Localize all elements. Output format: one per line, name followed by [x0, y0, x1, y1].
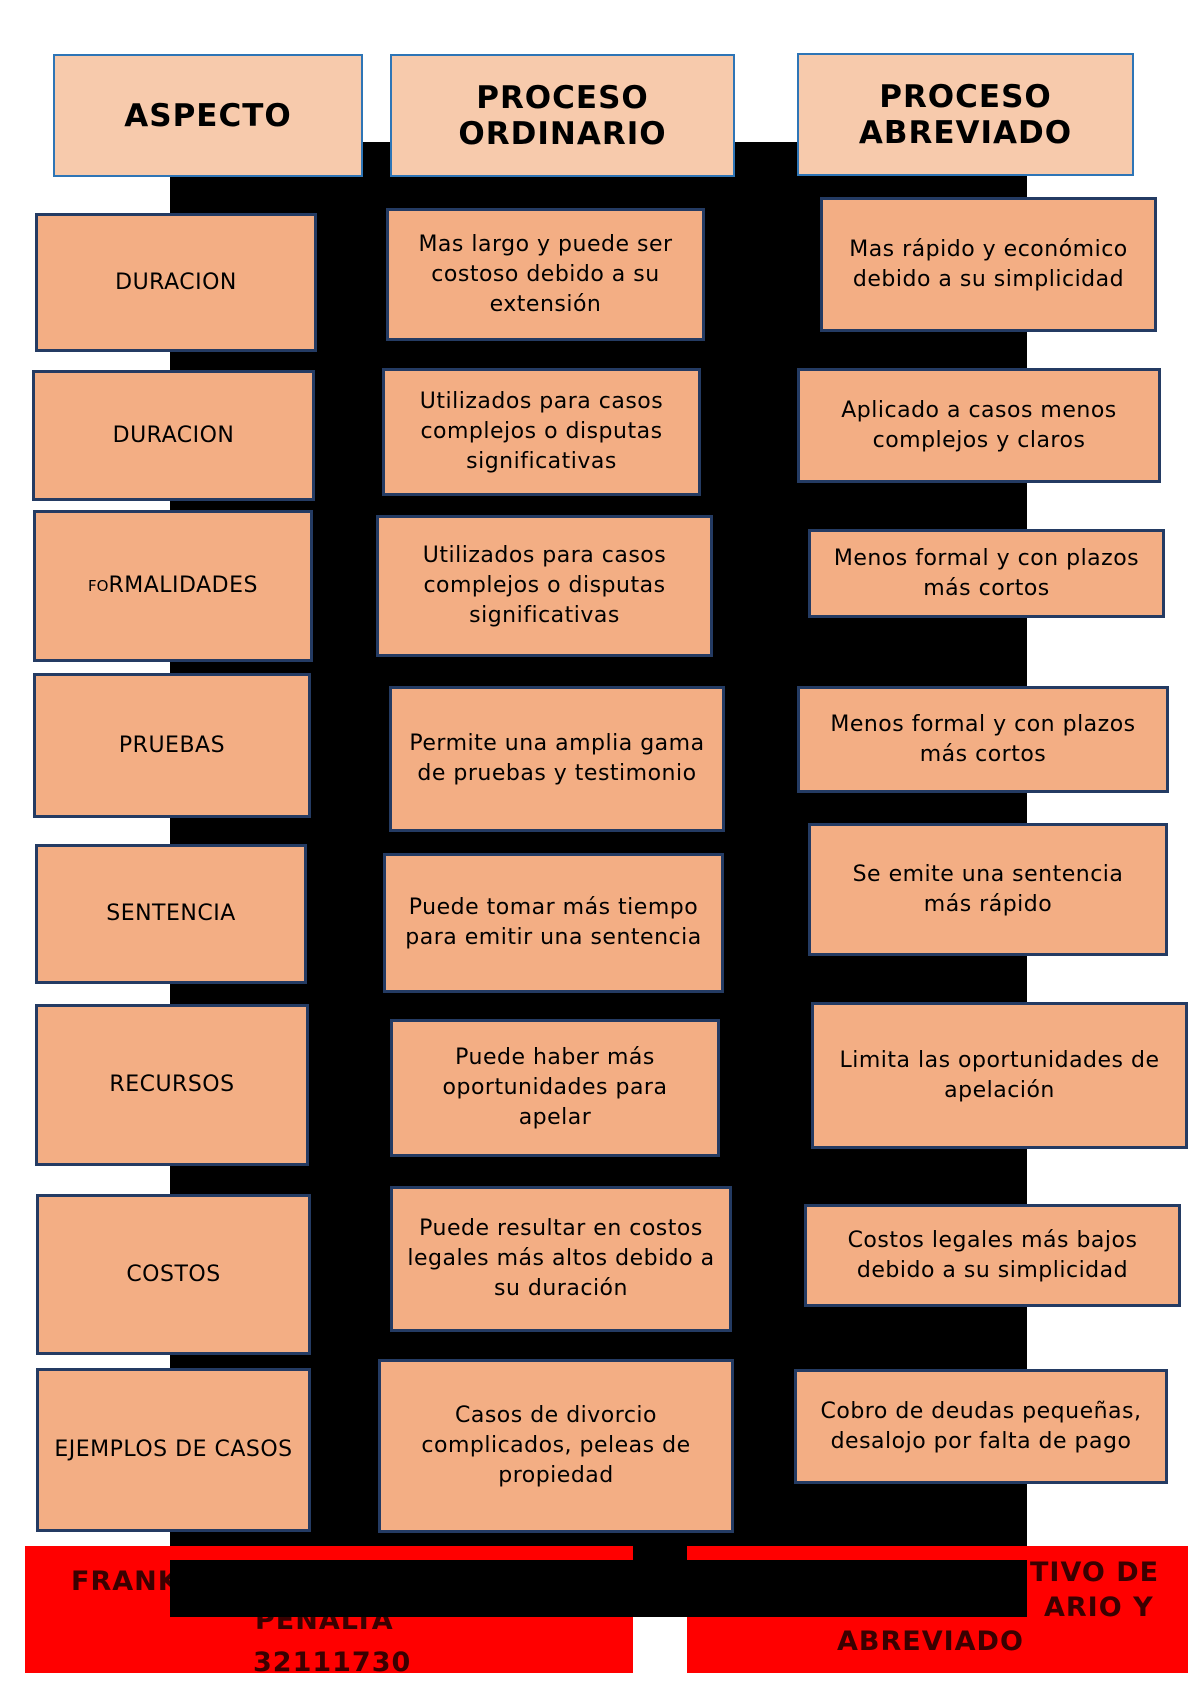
- abbreviated-cell-case-examples: Cobro de deudas pequeñas, desalojo por f…: [794, 1369, 1168, 1484]
- footer-title-line2: ARIO Y: [1044, 1592, 1154, 1623]
- aspect-cell-costs: COSTOS: [36, 1194, 311, 1355]
- ordinary-cell-sentence: Puede tomar más tiempo para emitir una s…: [383, 853, 724, 993]
- aspect-cell-duration: DURACION: [35, 213, 317, 352]
- footer-student-name: FRANK: [71, 1566, 180, 1597]
- aspect-cell-appeals: RECURSOS: [35, 1004, 309, 1166]
- aspect-formalities-prefix: FO: [88, 577, 109, 595]
- abbreviated-cell-costs: Costos legales más bajos debido a su sim…: [804, 1204, 1181, 1307]
- header-aspect: ASPECTO: [53, 54, 363, 177]
- footer-student-id: 32111730: [253, 1647, 412, 1673]
- abbreviated-cell-evidence: Menos formal y con plazos más cortos: [797, 686, 1169, 793]
- ordinary-cell-case-examples: Casos de divorcio complicados, peleas de…: [378, 1359, 734, 1533]
- abbreviated-cell-application: Aplicado a casos menos complejos y claro…: [797, 368, 1161, 483]
- abbreviated-cell-sentence: Se emite una sentencia más rápido: [808, 823, 1168, 956]
- header-abbreviated-process: PROCESO ABREVIADO: [797, 53, 1134, 176]
- abbreviated-cell-duration: Mas rápido y económico debido a su simpl…: [820, 197, 1157, 332]
- ordinary-cell-appeals: Puede haber más oportunidades para apela…: [390, 1019, 720, 1157]
- footer-overlap: [170, 1560, 1027, 1617]
- ordinary-cell-evidence: Permite una amplia gama de pruebas y tes…: [389, 686, 725, 832]
- aspect-cell-sentence: SENTENCIA: [35, 844, 307, 984]
- aspect-cell-evidence: PRUEBAS: [33, 673, 311, 818]
- ordinary-cell-costs: Puede resultar en costos legales más alt…: [390, 1186, 732, 1332]
- ordinary-cell-duration: Mas largo y puede ser costoso debido a s…: [386, 208, 705, 341]
- aspect-cell-duration-2: DURACION: [32, 370, 315, 501]
- aspect-cell-case-examples: EJEMPLOS DE CASOS: [36, 1368, 311, 1532]
- ordinary-cell-formalities: Utilizados para casos complejos o disput…: [376, 515, 713, 657]
- ordinary-cell-application: Utilizados para casos complejos o disput…: [382, 368, 701, 496]
- footer-title-line3: ABREVIADO: [837, 1626, 1024, 1657]
- aspect-formalities-rest: RMALIDADES: [108, 573, 258, 598]
- abbreviated-cell-appeals: Limita las oportunidades de apelación: [811, 1002, 1188, 1149]
- header-ordinary-process: PROCESO ORDINARIO: [390, 54, 735, 177]
- footer-title-line1: TIVO DE: [1030, 1557, 1160, 1588]
- abbreviated-cell-formalities: Menos formal y con plazos más cortos: [808, 529, 1165, 618]
